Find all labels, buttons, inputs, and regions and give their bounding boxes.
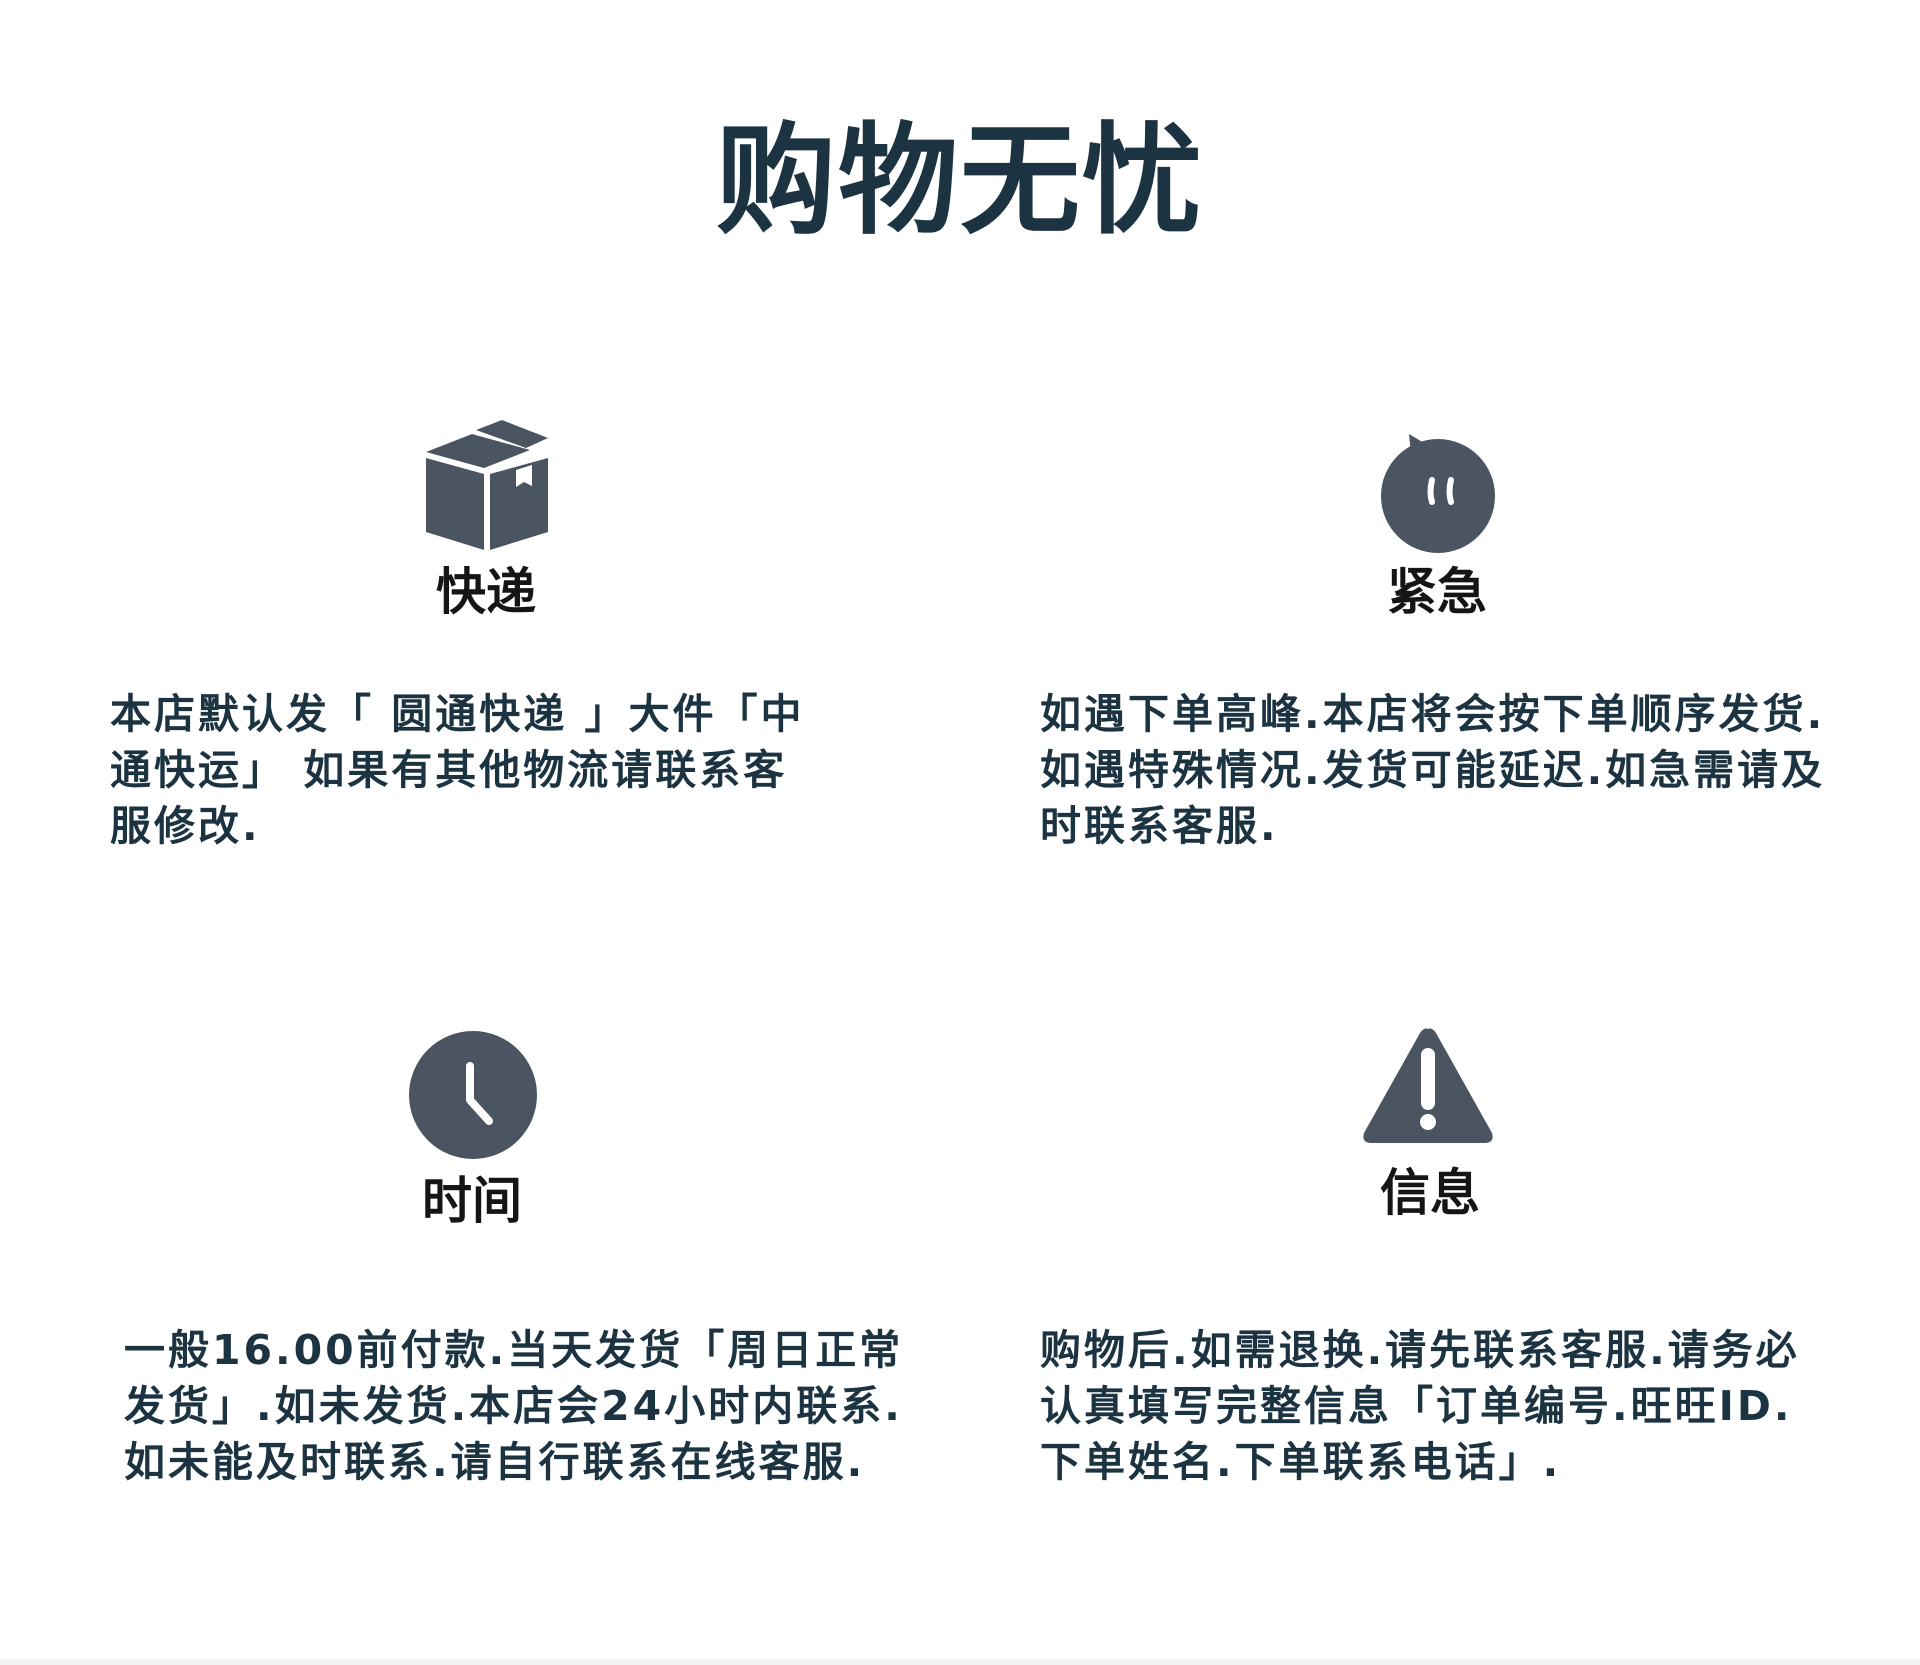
warning-triangle-icon [1363, 1028, 1493, 1143]
section-text-info: 购物后.如需退换.请先联系客服.请务必 认真填写完整信息「订单编号.旺旺ID. … [1040, 1326, 1800, 1486]
section-label-urgent: 紧急 [1387, 563, 1487, 621]
section-text-delivery: 本店默认发「 圆通快递 」大件「中 通快运」 如果有其他物流请联系客 服修改. [110, 690, 805, 850]
section-text-time: 一般16.00前付款.当天发货「周日正常 发货」.如未发货.本店会24小时内联系… [124, 1326, 904, 1486]
clock-icon [409, 1031, 537, 1159]
section-text-urgent: 如遇下单高峰.本店将会按下单顺序发货. 如遇特殊情况.发货可能延迟.如急需请及 … [1040, 690, 1826, 850]
section-label-time: 时间 [422, 1172, 522, 1230]
package-box-icon [426, 420, 548, 550]
section-label-info: 信息 [1380, 1164, 1480, 1222]
page-title: 购物无忧 [716, 112, 1204, 251]
footer-divider [0, 1659, 1920, 1665]
chat-bubble-icon [1381, 434, 1495, 553]
section-label-delivery: 快递 [436, 563, 536, 621]
